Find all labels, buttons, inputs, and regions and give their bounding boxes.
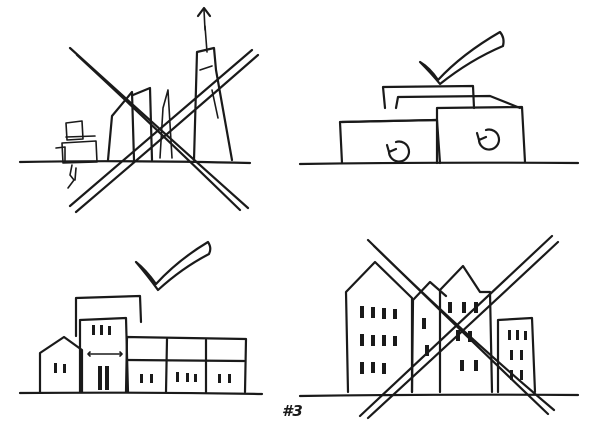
stacked-box-buildings	[340, 86, 525, 163]
panel-top-right	[300, 32, 578, 164]
cross-mark-bottom-right	[360, 236, 558, 418]
row-houses	[126, 337, 246, 392]
check-mark-top-right	[420, 32, 504, 84]
tall-gabled-houses	[346, 262, 535, 392]
slanted-tower	[108, 88, 172, 160]
panel-bottom-right	[300, 236, 578, 418]
panel-top-left	[20, 8, 258, 212]
cross-mark-top-left	[70, 48, 258, 212]
small-house-with-car	[56, 121, 97, 188]
tall-block-house	[76, 296, 141, 392]
page-label: #3	[282, 402, 303, 420]
rotate-arrow-icon	[387, 142, 409, 162]
panel-bottom-left	[20, 242, 262, 394]
rotate-arrow-icon	[477, 130, 499, 150]
gabled-house-left	[40, 337, 82, 392]
ground-line-bottom-left	[20, 393, 262, 394]
check-mark-bottom-left	[136, 242, 210, 290]
